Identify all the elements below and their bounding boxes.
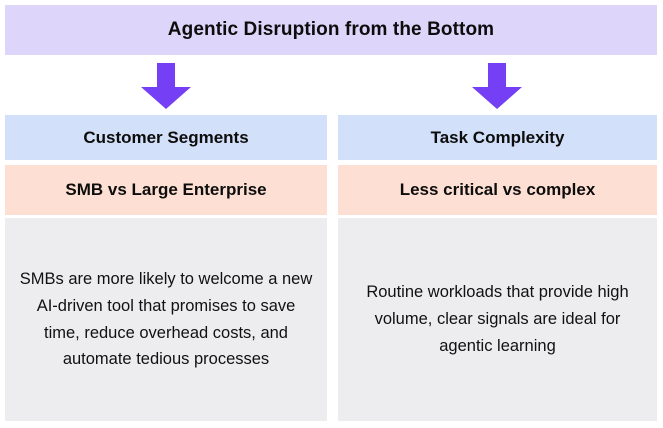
column-body-text-left: SMBs are more likely to welcome a new AI… bbox=[19, 270, 313, 369]
column-spacer bbox=[338, 215, 657, 218]
diagram-title: Agentic Disruption from the Bottom bbox=[167, 19, 495, 40]
column-subheading-smb-vs-large-enterprise: SMB vs Large Enterprise bbox=[5, 165, 327, 215]
column-body-text-right: Routine workloads that provide high volu… bbox=[366, 283, 629, 355]
diagram-title-banner: Agentic Disruption from the Bottom bbox=[5, 5, 657, 55]
column-spacer bbox=[338, 160, 657, 165]
column-spacer bbox=[5, 215, 327, 218]
down-arrow-right-icon bbox=[469, 62, 525, 110]
down-arrow-left-icon bbox=[138, 62, 194, 110]
column-task-complexity: Task Complexity Less critical vs complex… bbox=[338, 115, 657, 421]
column-subheading-less-critical-vs-complex: Less critical vs complex bbox=[338, 165, 657, 215]
column-body-box-left: SMBs are more likely to welcome a new AI… bbox=[5, 218, 327, 421]
column-body-box-right: Routine workloads that provide high volu… bbox=[338, 218, 657, 421]
column-customer-segments: Customer Segments SMB vs Large Enterpris… bbox=[5, 115, 327, 421]
column-heading-customer-segments: Customer Segments bbox=[5, 115, 327, 160]
column-spacer bbox=[5, 160, 327, 165]
column-heading-task-complexity: Task Complexity bbox=[338, 115, 657, 160]
